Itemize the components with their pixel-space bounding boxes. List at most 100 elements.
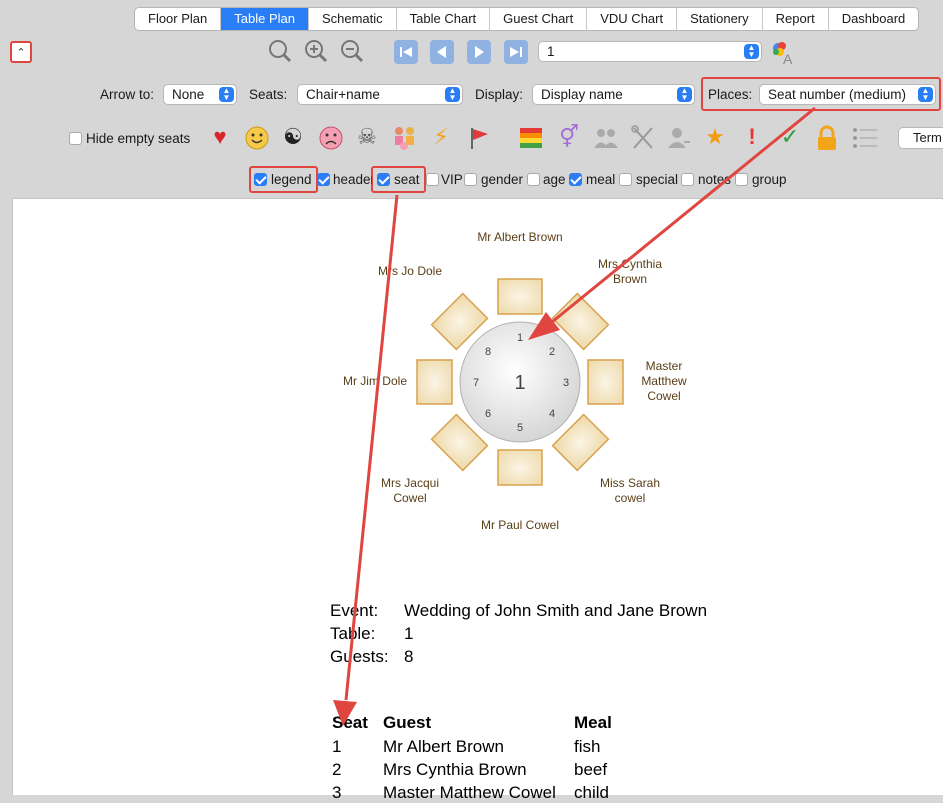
skip-last-icon: [510, 47, 522, 57]
group-label: group: [752, 172, 787, 187]
group-checkbox[interactable]: [735, 173, 748, 186]
lightning-icon[interactable]: ⚡: [433, 124, 449, 149]
special-checkbox[interactable]: [619, 173, 632, 186]
sad-face-icon[interactable]: [318, 125, 344, 151]
chair[interactable]: [497, 278, 543, 315]
term-button[interactable]: Term: [898, 127, 943, 149]
seat-checkbox[interactable]: [377, 173, 390, 186]
guest-label-seat-5[interactable]: Mr Paul Cowel: [480, 518, 560, 532]
seat-number: 1: [517, 332, 523, 344]
select-arrows-icon: ▲▼: [445, 87, 460, 102]
font-color-icon[interactable]: A: [770, 40, 796, 66]
heart-icon[interactable]: ♥: [213, 124, 227, 149]
meal-checkbox[interactable]: [569, 173, 582, 186]
last-table-button[interactable]: [504, 40, 528, 64]
chair[interactable]: [551, 292, 610, 351]
table-row-seat: 2: [332, 760, 342, 779]
group-icon[interactable]: [592, 124, 620, 152]
zoom-out-icon[interactable]: [339, 38, 365, 64]
chair[interactable]: [587, 359, 624, 405]
header-checkbox[interactable]: [317, 173, 330, 186]
seats-select[interactable]: Chair+name ▲▼: [297, 84, 463, 105]
chair[interactable]: [430, 413, 489, 472]
arrow-head-icon: [333, 700, 357, 726]
hide-empty-seats-checkbox[interactable]: [69, 132, 82, 145]
seat-number: 3: [563, 377, 569, 389]
zoom-in-icon[interactable]: [303, 38, 329, 64]
guest-label-seat-6[interactable]: Mrs Jacqui Cowel: [380, 476, 439, 505]
skull-icon[interactable]: ☠: [357, 124, 377, 149]
legend-checkbox[interactable]: [254, 173, 267, 186]
seat-label: seat: [394, 172, 420, 187]
display-select[interactable]: Display name ▲▼: [532, 84, 695, 105]
gender-icon[interactable]: ⚥: [559, 124, 579, 149]
guest-label-seat-7[interactable]: Mr Jim Dole: [342, 374, 407, 388]
seat-number: 6: [485, 408, 491, 420]
places-value: Seat number (medium): [768, 87, 907, 102]
play-back-icon: [437, 46, 446, 58]
arrow-head-icon: [528, 312, 560, 340]
skip-first-icon: [400, 47, 412, 57]
utensils-icon[interactable]: [629, 124, 657, 152]
guest-label-seat-2[interactable]: Mrs Cynthia Brown: [597, 257, 662, 286]
zoom-fit-icon[interactable]: [267, 38, 293, 64]
tab-schematic[interactable]: Schematic: [309, 8, 397, 30]
tab-report[interactable]: Report: [763, 8, 829, 30]
table-row-guest: Mrs Cynthia Brown: [383, 760, 527, 779]
seat-number: 8: [485, 346, 491, 358]
seat-highlight: [371, 166, 426, 193]
age-checkbox[interactable]: [527, 173, 540, 186]
table-row-guest: Mr Albert Brown: [383, 737, 504, 756]
exclamation-icon[interactable]: !: [748, 124, 756, 149]
arrow-to-select[interactable]: None ▲▼: [163, 84, 237, 105]
chair[interactable]: [430, 292, 489, 351]
tab-guest-chart[interactable]: Guest Chart: [490, 8, 588, 30]
guest-label-seat-3[interactable]: Master Matthew Cowel: [641, 359, 687, 403]
view-tabs: Floor Plan Table Plan Schematic Table Ch…: [134, 7, 920, 31]
guest-label-seat-4[interactable]: Miss Sarah cowel: [599, 476, 661, 505]
notes-checkbox[interactable]: [681, 173, 694, 186]
tab-vdu-chart[interactable]: VDU Chart: [587, 8, 678, 30]
previous-table-button[interactable]: [430, 40, 454, 64]
svg-text:A: A: [783, 51, 793, 66]
select-arrows-icon: ▲▼: [219, 87, 234, 102]
flag-icon[interactable]: [466, 125, 492, 151]
table-top[interactable]: [459, 321, 581, 443]
select-arrows-icon: ▲▼: [744, 44, 759, 59]
lock-icon[interactable]: [814, 124, 840, 152]
tab-stationery[interactable]: Stationery: [677, 8, 763, 30]
yin-yang-icon[interactable]: ☯: [283, 124, 303, 149]
family-icon[interactable]: [391, 124, 419, 152]
collapse-toolbar-button[interactable]: ⌃: [10, 41, 32, 63]
gender-label: gender: [481, 172, 524, 187]
table-row-seat: 1: [332, 737, 342, 756]
smiley-icon[interactable]: [244, 125, 270, 151]
first-table-button[interactable]: [394, 40, 418, 64]
vip-checkbox[interactable]: [426, 173, 439, 186]
gender-checkbox[interactable]: [464, 173, 477, 186]
tab-dashboard[interactable]: Dashboard: [841, 11, 906, 26]
table-select[interactable]: 1 ▲▼: [538, 41, 762, 62]
seats-label: Seats:: [249, 87, 288, 102]
guest-label-seat-8[interactable]: Mrs Jo Dole: [377, 264, 442, 278]
tab-table-plan[interactable]: Table Plan: [221, 8, 309, 30]
table-row-meal: beef: [574, 760, 608, 779]
special-label: special: [636, 172, 679, 187]
tab-table-chart[interactable]: Table Chart: [397, 8, 491, 30]
tab-floor-plan[interactable]: Floor Plan: [135, 8, 222, 30]
chair[interactable]: [416, 359, 453, 405]
star-icon[interactable]: ★: [705, 124, 725, 149]
age-label: age: [543, 172, 566, 187]
chair[interactable]: [551, 413, 610, 472]
places-select[interactable]: Seat number (medium) ▲▼: [759, 84, 936, 105]
display-label: Display:: [475, 87, 524, 102]
meal-column-header: Meal: [574, 713, 612, 732]
color-bars-icon[interactable]: [518, 125, 544, 151]
next-table-button[interactable]: [467, 40, 491, 64]
person-icon[interactable]: [665, 124, 693, 152]
chair[interactable]: [497, 449, 543, 486]
list-icon[interactable]: [851, 125, 879, 151]
guest-label-seat-1[interactable]: Mr Albert Brown: [477, 230, 563, 244]
event-value: Wedding of John Smith and Jane Brown: [404, 601, 708, 620]
